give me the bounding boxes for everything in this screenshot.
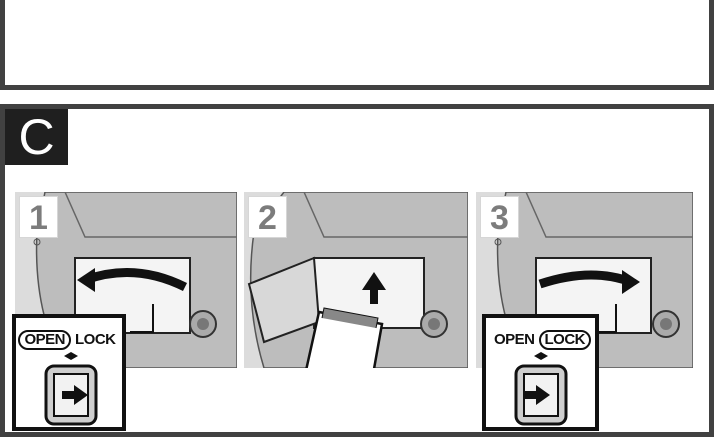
lock-label: LOCK (539, 330, 592, 350)
step-2-panel: 2 (244, 192, 468, 368)
open-label: OPEN (490, 331, 539, 348)
step-number: 2 (248, 196, 287, 238)
top-frame (0, 0, 714, 90)
open-label: OPEN (18, 330, 71, 350)
step-number: 1 (19, 196, 58, 238)
switch-slider-open (16, 352, 122, 432)
lock-label: LOCK (71, 331, 120, 348)
step-number: 3 (480, 196, 519, 238)
switch-slider-lock (486, 352, 595, 432)
section-badge: C (5, 109, 68, 165)
